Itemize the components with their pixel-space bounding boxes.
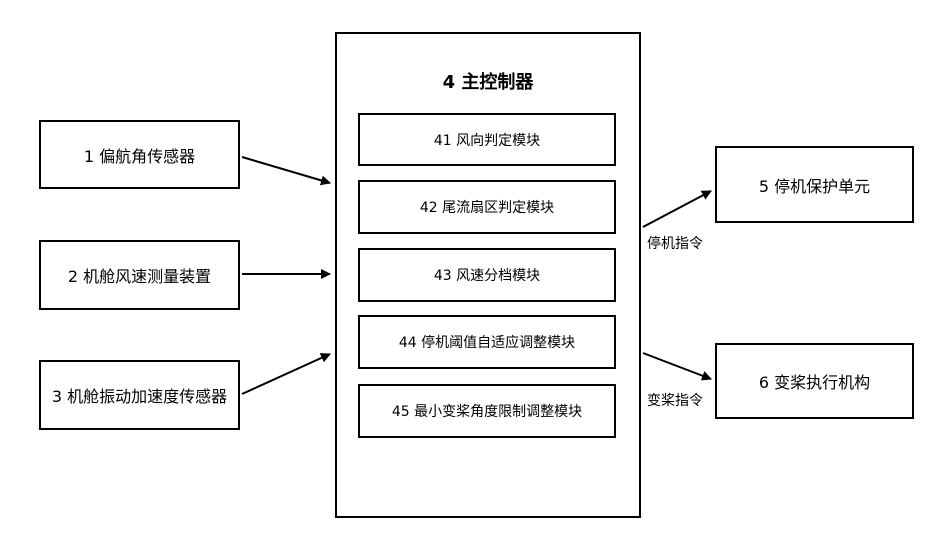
arrow-yaw-to-controller <box>242 157 330 183</box>
arrow-vibration-to-controller <box>242 354 330 394</box>
arrow-controller-to-shutdown-unit <box>643 191 711 227</box>
arrow-controller-to-pitch-actuator <box>643 353 711 379</box>
